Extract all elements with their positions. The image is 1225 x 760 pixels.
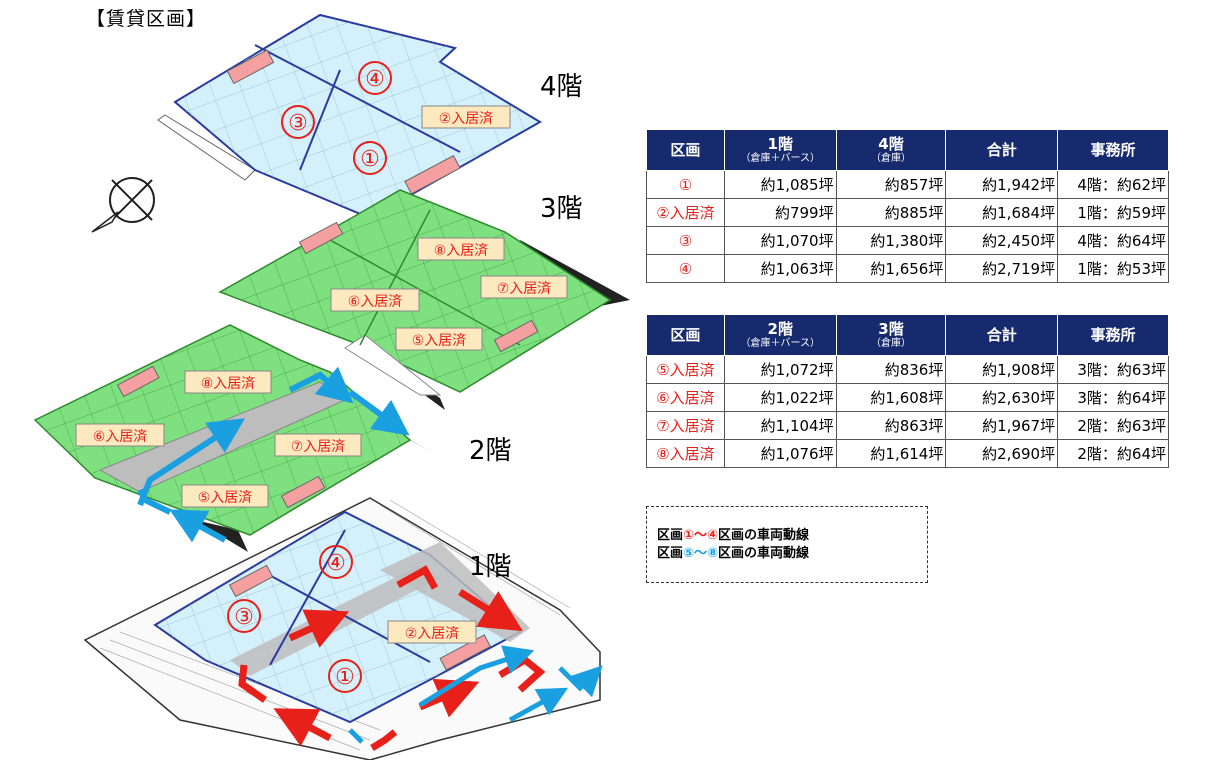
legend-prefix: 区画 (657, 546, 684, 561)
table-cell: 約2,630坪 (945, 383, 1059, 412)
zone-6-occupied-2f: ⑥入居済 (93, 429, 148, 445)
table-cell: 約1,614坪 (835, 439, 947, 468)
table-cell: 2階：約64坪 (1057, 439, 1169, 468)
table-cell-zone: ① (646, 170, 725, 199)
table-cell: 約1,608坪 (835, 383, 947, 412)
zone-1-label-4f: ① (360, 147, 380, 172)
table-cell: 1階：約59坪 (1057, 198, 1169, 227)
table1-header-row: 区画 1階（倉庫＋バース） 4階（倉庫） 合計 事務所 (646, 129, 1169, 171)
table-cell: 約1,085坪 (723, 170, 837, 199)
table1-header-total: 合計 (945, 129, 1059, 171)
table-cell: 4階：約62坪 (1057, 170, 1169, 199)
table-row: ⑥入居済 約1,022坪 約1,608坪 約2,630坪 3階：約64坪 (646, 383, 1169, 412)
table-cell: 約1,684坪 (945, 198, 1059, 227)
zone-2-occupied-4f: ②入居済 (439, 111, 494, 127)
zone-8-occupied-2f: ⑧入居済 (201, 376, 256, 392)
table-cell: 約1,908坪 (945, 355, 1059, 384)
legend-suffix: 区画の車両動線 (718, 546, 810, 561)
table2-header-zone: 区画 (646, 314, 725, 356)
zone-5-occupied-3f: ⑤入居済 (412, 333, 467, 349)
table-row: ① 約1,085坪 約857坪 約1,942坪 4階：約62坪 (646, 170, 1169, 199)
rental-table-floors-2-3: 区画 2階（倉庫＋バース） 3階（倉庫） 合計 事務所 ⑤入居済 約1,072坪… (646, 314, 1169, 468)
table-cell: 約857坪 (835, 170, 947, 199)
zone-3-label-4f: ③ (288, 111, 308, 136)
table-row: ④ 約1,063坪 約1,656坪 約2,719坪 1階：約53坪 (646, 254, 1169, 283)
zone-1-label-1f: ① (335, 665, 355, 690)
table-cell: 約1,380坪 (835, 226, 947, 255)
table-cell-zone: ⑥入居済 (646, 383, 725, 412)
zone-4-label-4f: ④ (365, 67, 385, 92)
table-cell: 約2,450坪 (945, 226, 1059, 255)
table-cell: 1階：約53坪 (1057, 254, 1169, 283)
legend-prefix: 区画 (657, 528, 684, 543)
table-row: ⑦入居済 約1,104坪 約863坪 約1,967坪 2階：約63坪 (646, 411, 1169, 440)
table-cell: 約2,719坪 (945, 254, 1059, 283)
zone-6-occupied-3f: ⑥入居済 (348, 294, 403, 310)
table-cell-zone: ③ (646, 226, 725, 255)
legend-line-red: 区画①～④区画の車両動線 (657, 527, 927, 545)
zone-8-occupied-3f: ⑧入居済 (434, 243, 489, 259)
legend-range-blue: ⑤～⑧ (683, 546, 719, 561)
floor-label-1f: 1階 (469, 552, 512, 582)
floor-1-plan: ④ ③ ① ②入居済 (83, 497, 603, 760)
floor-3-plan: ⑧入居済 ⑦入居済 ⑥入居済 ⑤入居済 (218, 189, 630, 410)
floor-label-4f: 4階 (540, 72, 583, 102)
table2-header-floor2: 2階（倉庫＋バース） (723, 314, 837, 356)
zone-7-occupied-2f: ⑦入居済 (291, 439, 346, 455)
page-title: 【賃貸区画】 (86, 8, 207, 30)
zone-7-occupied-3f: ⑦入居済 (497, 281, 552, 297)
legend-range-red: ①～④ (683, 528, 719, 543)
table-row: ⑧入居済 約1,076坪 約1,614坪 約2,690坪 2階：約64坪 (646, 439, 1169, 468)
table-cell-zone: ⑤入居済 (646, 355, 725, 384)
table-row: ⑤入居済 約1,072坪 約836坪 約1,908坪 3階：約63坪 (646, 355, 1169, 384)
table-cell: 約1,063坪 (723, 254, 837, 283)
north-arrow-icon (91, 177, 155, 233)
table2-header-row: 区画 2階（倉庫＋バース） 3階（倉庫） 合計 事務所 (646, 314, 1169, 356)
floor-4-plan: ④ ③ ① ②入居済 (157, 13, 542, 220)
floor-label-3f: 3階 (540, 194, 583, 224)
table-row: ③ 約1,070坪 約1,380坪 約2,450坪 4階：約64坪 (646, 226, 1169, 255)
table-cell: 約1,076坪 (723, 439, 837, 468)
table-cell: 約799坪 (723, 198, 837, 227)
zone-5-occupied-2f: ⑤入居済 (198, 490, 253, 506)
table-cell-zone: ④ (646, 254, 725, 283)
legend-suffix: 区画の車両動線 (718, 528, 810, 543)
table2-header-office: 事務所 (1057, 314, 1169, 356)
table2-header-total: 合計 (945, 314, 1059, 356)
floor-plan-diagram: ④ ③ ① ②入居済 ⑧入居済 ⑦入居済 ⑥入居済 ⑤入居済 (33, 13, 630, 760)
table-cell: 2階：約63坪 (1057, 411, 1169, 440)
table-cell: 4階：約64坪 (1057, 226, 1169, 255)
table-cell: 約836坪 (835, 355, 947, 384)
table1-header-floor1: 1階（倉庫＋バース） (723, 129, 837, 171)
floor-2-plan: ⑧入居済 ⑥入居済 ⑦入居済 ⑤入居済 (33, 324, 432, 552)
table-cell: 3階：約63坪 (1057, 355, 1169, 384)
table2-header-floor3: 3階（倉庫） (835, 314, 947, 356)
table-cell: 3階：約64坪 (1057, 383, 1169, 412)
table-cell-zone: ⑧入居済 (646, 439, 725, 468)
zone-3-label-1f: ③ (234, 605, 254, 630)
table1-header-floor4: 4階（倉庫） (835, 129, 947, 171)
floor-label-2f: 2階 (469, 436, 512, 466)
table-cell: 約1,942坪 (945, 170, 1059, 199)
table-cell: 約885坪 (835, 198, 947, 227)
table-cell: 約2,690坪 (945, 439, 1059, 468)
table-cell: 約1,070坪 (723, 226, 837, 255)
table-cell: 約1,072坪 (723, 355, 837, 384)
table-cell: 約1,022坪 (723, 383, 837, 412)
table-cell: 約1,104坪 (723, 411, 837, 440)
rental-table-floors-1-4: 区画 1階（倉庫＋バース） 4階（倉庫） 合計 事務所 ① 約1,085坪 約8… (646, 129, 1169, 283)
table1-header-office: 事務所 (1057, 129, 1169, 171)
zone-4-label-1f: ④ (326, 551, 346, 576)
zone-2-occupied-1f: ②入居済 (405, 626, 460, 642)
table-cell-zone: ②入居済 (646, 198, 725, 227)
table-cell-zone: ⑦入居済 (646, 411, 725, 440)
legend-line-blue: 区画⑤～⑧区画の車両動線 (657, 545, 927, 563)
table1-header-zone: 区画 (646, 129, 725, 171)
table-cell: 約863坪 (835, 411, 947, 440)
table-cell: 約1,967坪 (945, 411, 1059, 440)
vehicle-flow-zones-5-8 (348, 645, 603, 744)
vehicle-flow-legend: 区画①～④区画の車両動線 区画⑤～⑧区画の車両動線 (646, 506, 928, 583)
table-cell: 約1,656坪 (835, 254, 947, 283)
table-row: ②入居済 約799坪 約885坪 約1,684坪 1階：約59坪 (646, 198, 1169, 227)
